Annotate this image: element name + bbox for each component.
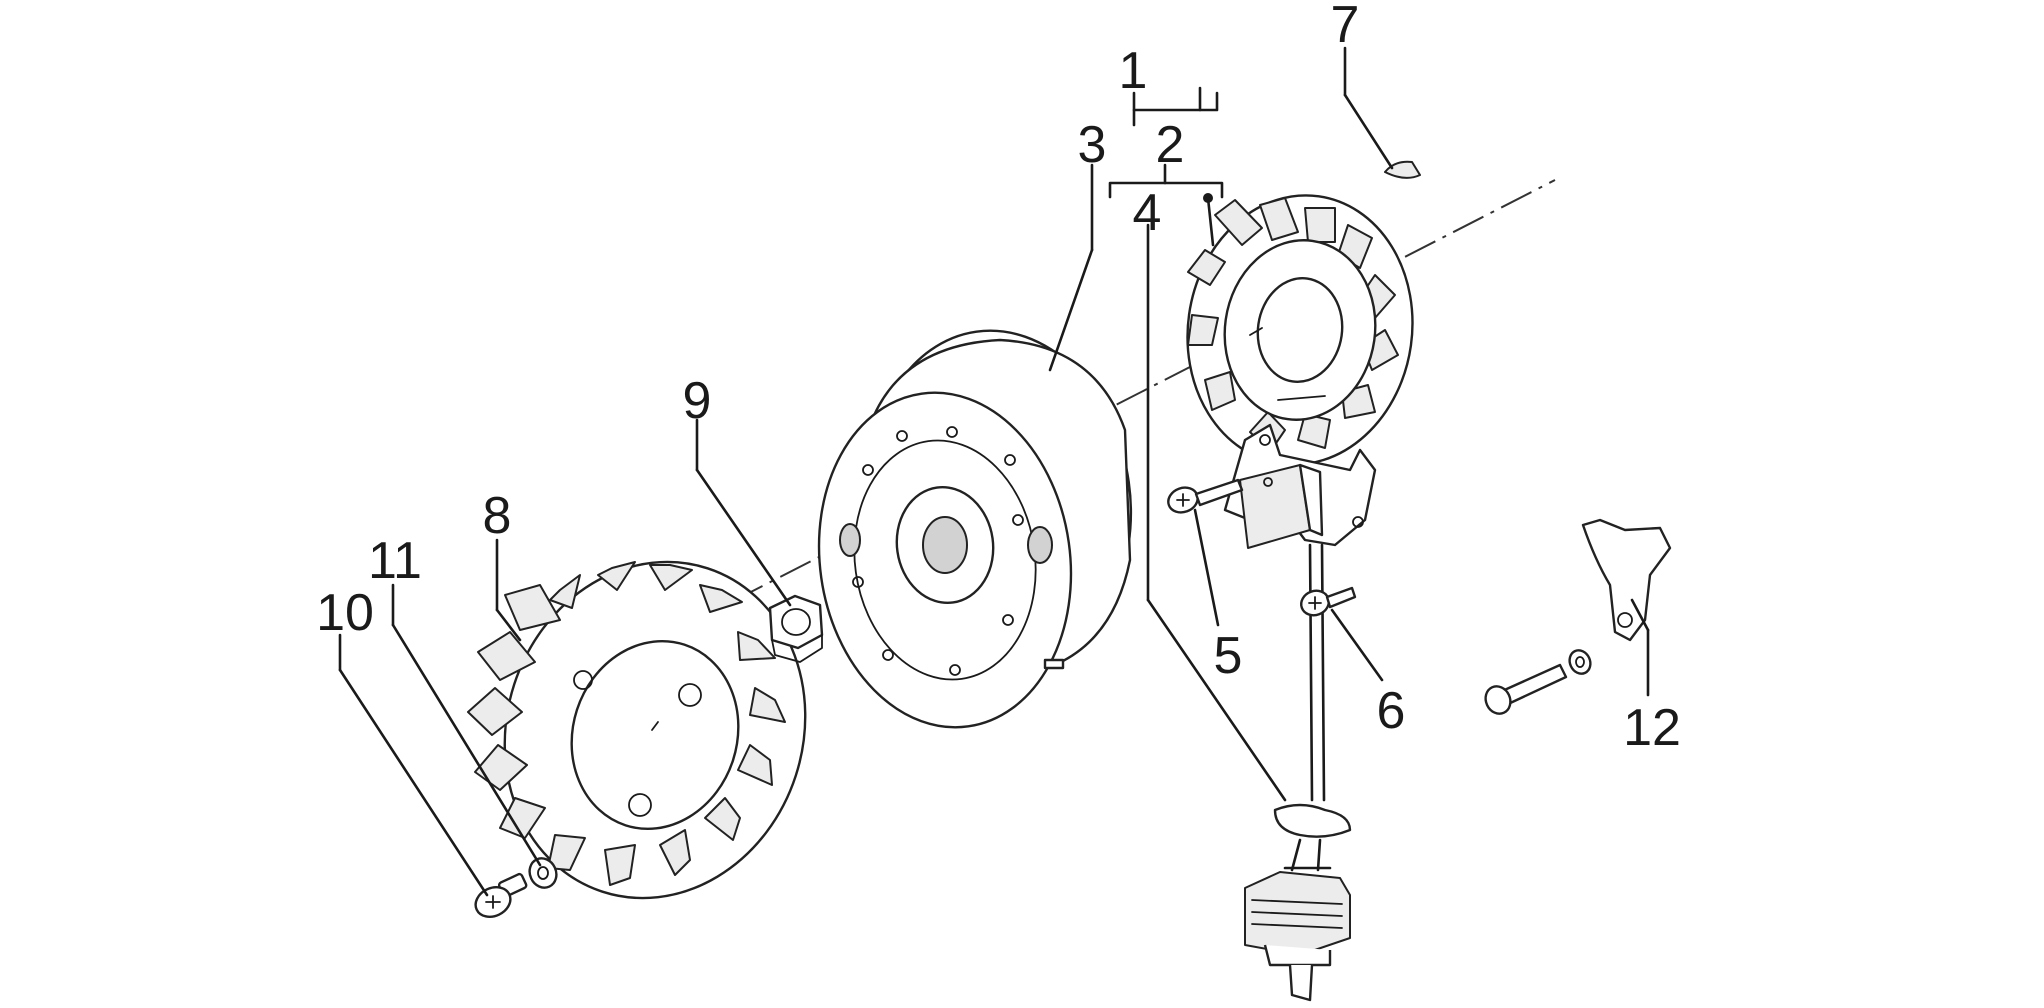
callout-7: 7 bbox=[1331, 0, 1360, 54]
callout-4: 4 bbox=[1133, 184, 1162, 242]
stator bbox=[1186, 194, 1414, 466]
pickup-bracket bbox=[1223, 423, 1377, 549]
leader-12-b bbox=[1630, 598, 1650, 632]
fan-blades bbox=[467, 561, 786, 886]
clamp-bolt bbox=[1484, 649, 1592, 715]
callout-1: 1 bbox=[1119, 42, 1148, 100]
leader-7-b bbox=[1343, 93, 1394, 170]
leader-3-b bbox=[1048, 248, 1094, 372]
wiring-harness bbox=[1273, 543, 1352, 872]
callout-2: 2 bbox=[1156, 116, 1185, 174]
leader-6 bbox=[1330, 608, 1384, 682]
leader-5 bbox=[1193, 508, 1220, 627]
cable-clamp bbox=[1581, 518, 1672, 642]
leader-8-b bbox=[495, 608, 522, 642]
callout-10: 10 bbox=[316, 584, 374, 642]
fan-screw bbox=[474, 872, 528, 918]
callout-8: 8 bbox=[483, 487, 512, 545]
callout-6: 6 bbox=[1377, 682, 1406, 740]
callout-3: 3 bbox=[1078, 116, 1107, 174]
callout-12: 12 bbox=[1623, 699, 1681, 757]
flywheel-nut bbox=[768, 594, 824, 663]
bracket-1 bbox=[1132, 91, 1219, 112]
leader-10-b bbox=[338, 668, 489, 897]
harness-connector bbox=[1244, 871, 1351, 1002]
bracket-screw bbox=[1300, 586, 1357, 617]
leader-11-b bbox=[391, 623, 542, 867]
leader-2 bbox=[1206, 196, 1215, 247]
callout-9: 9 bbox=[683, 372, 712, 430]
stator-screw bbox=[1167, 478, 1244, 514]
callout-11: 11 bbox=[368, 532, 422, 590]
leader-4-b bbox=[1146, 598, 1287, 802]
cooling-fan bbox=[467, 560, 807, 900]
flywheel-rotor bbox=[817, 329, 1133, 729]
callout-5: 5 bbox=[1214, 627, 1243, 685]
leader-9-b bbox=[695, 468, 792, 607]
